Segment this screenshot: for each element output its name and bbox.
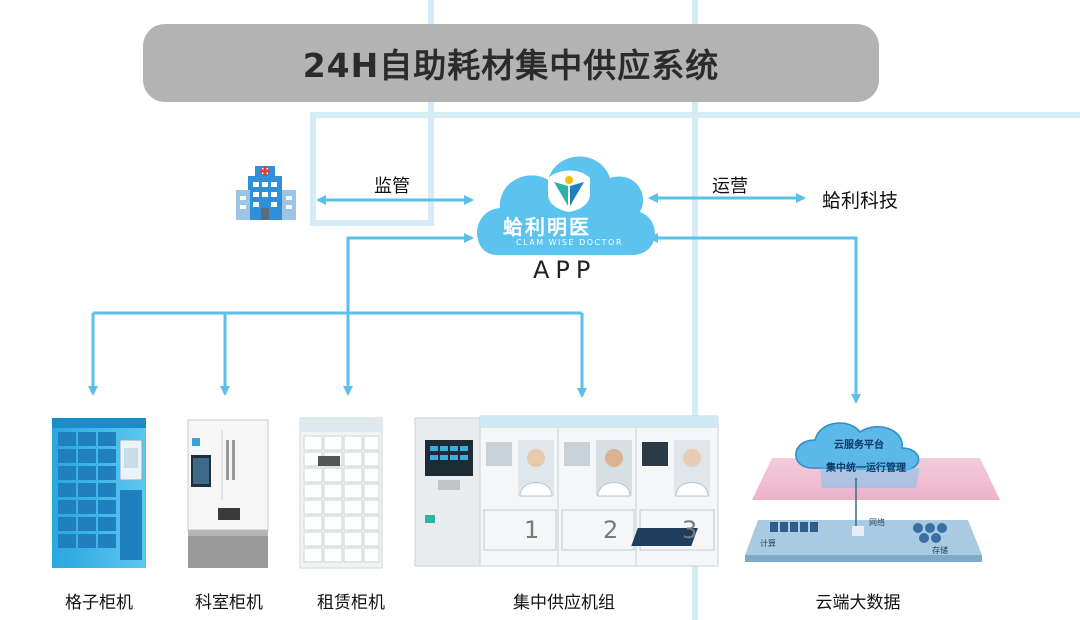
cloud-platform-center: 集中统一运行管理 (826, 463, 906, 474)
caption-central-supply-cluster: 集中供应机组 (513, 593, 615, 613)
app-label: APP (533, 256, 597, 284)
cluster-unit-number: 2 (603, 516, 619, 544)
app-brand-sub: CLAM WISE DOCTOR (516, 238, 623, 247)
hospital-icon (236, 166, 296, 220)
bg-frame-line (428, 0, 434, 24)
grid-cabinet-image (52, 418, 146, 568)
company-label: 蛤利科技 (822, 190, 899, 212)
operate-label: 运营 (712, 176, 748, 197)
cluster-unit-number: 1 (524, 516, 540, 544)
cloud-big-data-image (631, 422, 1000, 562)
app-brand-name: 蛤利明医 (503, 215, 591, 239)
title-banner: 24H自助耗材集中供应系统 (143, 24, 879, 102)
central-supply-cluster-image (414, 415, 719, 567)
bg-frame-line (310, 112, 316, 224)
cloud-platform-compute: 计算 (760, 539, 776, 548)
caption-cloud-big-data: 云端大数据 (815, 593, 901, 613)
devices-to-app-arrow (346, 233, 474, 380)
cluster-unit-number: 3 (682, 516, 698, 544)
rental-cabinet-image (299, 417, 383, 569)
cloud-platform-title: 云服务平台 (834, 440, 884, 451)
caption-rental-cabinet: 租赁柜机 (317, 593, 385, 613)
department-cabinet-image (187, 419, 269, 568)
app-to-cloud-data-arrow (648, 233, 861, 404)
cloud-platform-storage: 存储 (932, 546, 948, 555)
cloud-platform-network: 网络 (869, 518, 885, 527)
bg-frame-line (310, 112, 1080, 118)
page-title: 24H自助耗材集中供应系统 (302, 46, 720, 85)
bg-frame-line (310, 220, 434, 226)
bg-frame-line (428, 102, 434, 224)
caption-grid-cabinet: 格子柜机 (65, 593, 133, 613)
supervise-label: 监管 (374, 176, 410, 197)
app-cloud-icon (477, 156, 655, 255)
caption-department-cabinet: 科室柜机 (195, 593, 263, 613)
